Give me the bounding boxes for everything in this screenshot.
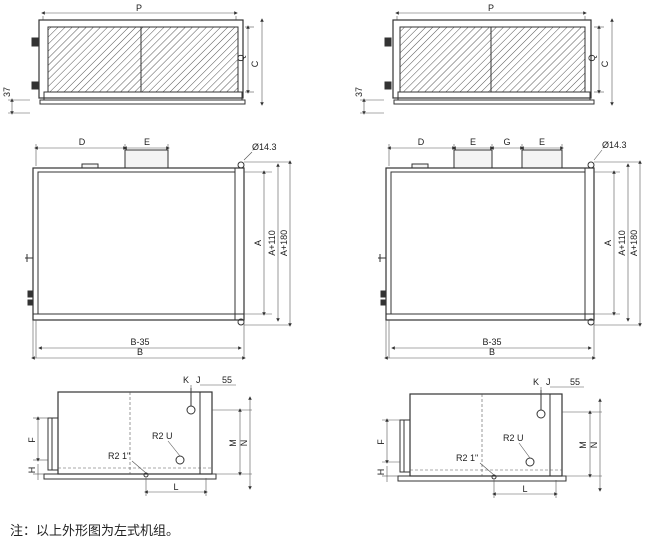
dim-k: K (183, 375, 189, 385)
pipe-diameter: Ø14.3 (602, 140, 627, 150)
left-front-view: D E Ø14.3 A A+110 A+180 B-35 B (25, 137, 292, 360)
dim-c: C (250, 60, 260, 67)
dim-m: M (228, 439, 238, 447)
dim-55: 55 (570, 377, 580, 387)
label-r2u: R2 U (503, 433, 524, 443)
dim-37: 37 (354, 87, 364, 97)
right-top-view: P Q C 37 (354, 3, 614, 115)
dim-a: A (253, 240, 263, 246)
dim-a110: A+110 (267, 230, 277, 256)
dim-q: Q (587, 54, 597, 61)
dim-e-2: E (539, 137, 545, 147)
left-side-view: K J 55 R2 U R2 1" M N F H L (27, 375, 252, 496)
dim-k: K (533, 377, 539, 387)
label-r21: R2 1" (108, 451, 130, 461)
dim-b: B (489, 347, 495, 357)
dim-d: D (418, 137, 425, 147)
left-top-view: P Q C 37 (2, 3, 264, 115)
dim-l: L (173, 482, 178, 492)
footnote: 注：以上外形图为左式机组。 (10, 524, 180, 539)
dim-j: J (196, 375, 201, 385)
dim-h: H (376, 469, 386, 476)
dim-n: N (589, 442, 599, 449)
dim-j: J (546, 377, 551, 387)
right-front-view: D E G E Ø14.3 A A+110 A+180 B-35 B (378, 137, 642, 360)
dim-h: H (27, 467, 37, 474)
dim-d: D (79, 137, 86, 147)
right-side-view: K J 55 R2 U R2 1" M N F H L (376, 377, 602, 498)
dim-a180: A+180 (629, 230, 639, 256)
dim-n: N (239, 440, 249, 447)
dim-37: 37 (2, 87, 12, 97)
dim-55: 55 (222, 375, 232, 385)
dim-b: B (137, 347, 143, 357)
pipe-diameter: Ø14.3 (252, 142, 277, 152)
label-r21: R2 1" (456, 453, 478, 463)
dim-c: C (600, 60, 610, 67)
label-r2u: R2 U (152, 431, 173, 441)
dim-f: F (376, 439, 386, 445)
dim-b35: B-35 (482, 337, 501, 347)
dim-l: L (522, 484, 527, 494)
dim-a: A (603, 240, 613, 246)
dim-f: F (27, 437, 37, 443)
dim-p: P (488, 3, 494, 13)
dim-g: G (503, 137, 510, 147)
dim-a180: A+180 (279, 230, 289, 256)
dim-q: Q (236, 54, 246, 61)
dim-e-1: E (470, 137, 476, 147)
dim-p: P (136, 3, 142, 13)
dim-m: M (578, 441, 588, 449)
dim-e: E (144, 137, 150, 147)
dim-a110: A+110 (617, 230, 627, 256)
dim-b35: B-35 (130, 337, 149, 347)
